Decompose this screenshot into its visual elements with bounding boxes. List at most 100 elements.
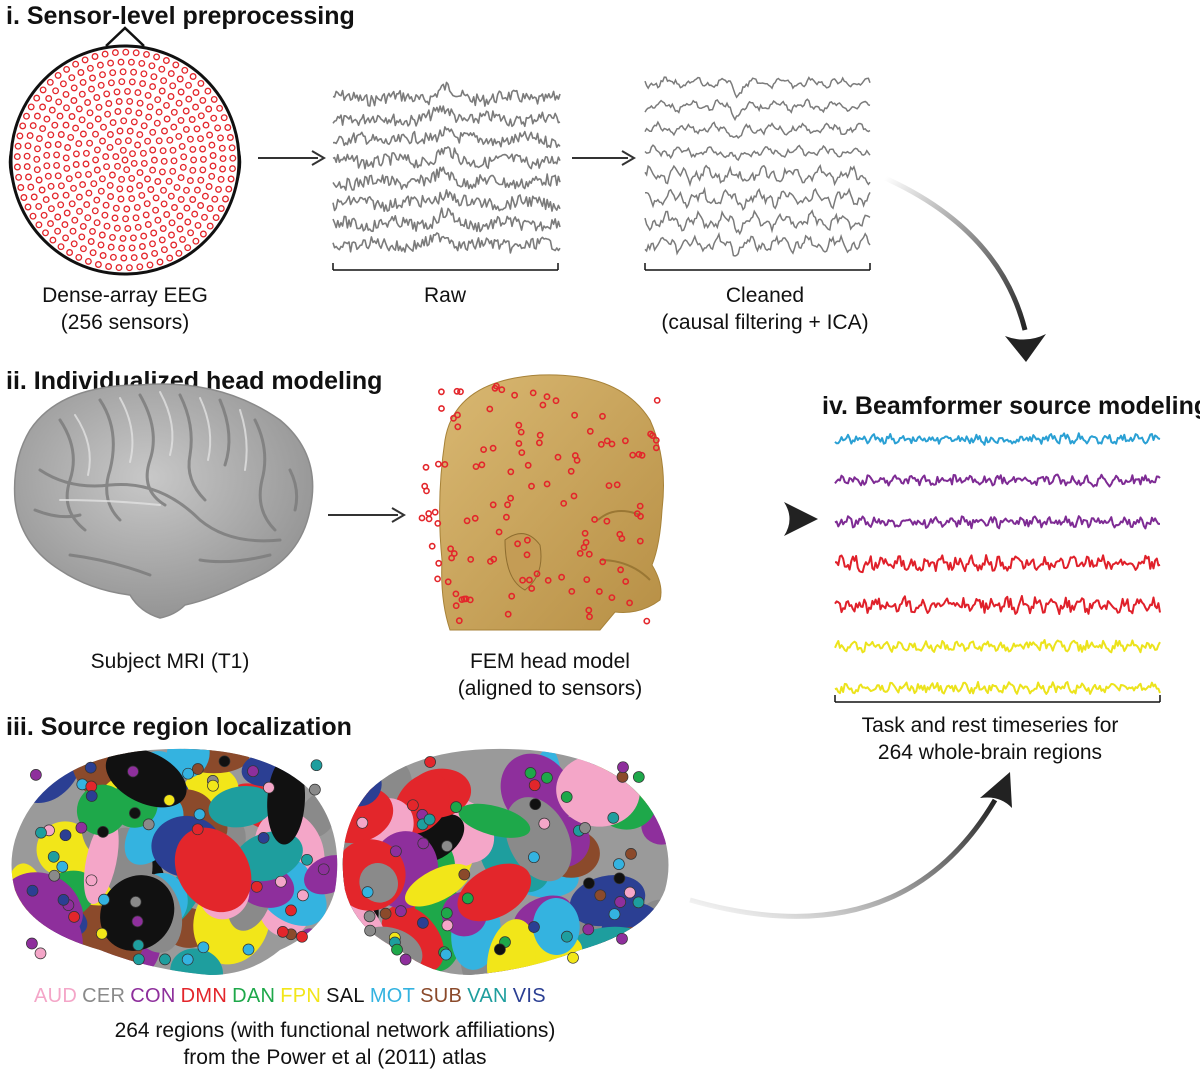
- eeg-sensor-dot: [178, 142, 186, 150]
- eeg-sensor-dot: [193, 186, 201, 194]
- eeg-sensor-dot: [210, 114, 218, 122]
- eeg-sensor-dot: [125, 264, 133, 272]
- eeg-sensor-dot: [160, 186, 167, 194]
- cleaned-eeg-trace: [644, 120, 871, 140]
- fem-sensor-dot: [536, 439, 543, 447]
- region-node: [607, 812, 620, 824]
- region-node: [85, 790, 98, 802]
- legend-item-van: VAN: [467, 985, 508, 1007]
- eeg-sensor-dot: [49, 236, 57, 244]
- fem-sensor-dot: [457, 388, 464, 396]
- region-node: [131, 915, 144, 928]
- eeg-sensor-dot: [214, 124, 222, 132]
- region-node: [75, 821, 88, 834]
- eeg-sensor-dot: [185, 81, 192, 89]
- network-parcel: [208, 785, 274, 828]
- eeg-sensor-dot: [93, 146, 101, 154]
- eeg-sensor-dot: [103, 90, 111, 98]
- eeg-sensor-dot: [98, 231, 106, 239]
- eeg-sensor-dot: [199, 155, 207, 163]
- eeg-sensor-dot: [170, 108, 178, 116]
- legend-item-dmn: DMN: [180, 985, 228, 1007]
- eeg-sensor-dot: [63, 164, 71, 172]
- raw-eeg-traces: [332, 81, 561, 254]
- eeg-sensor-dot: [88, 85, 95, 93]
- eeg-sensor-dot: [208, 141, 216, 149]
- eeg-sensor-dot: [215, 185, 222, 193]
- region-node: [132, 939, 145, 951]
- region-node: [207, 779, 219, 792]
- eeg-sensor-dot: [119, 146, 127, 154]
- eeg-sensor-dot: [27, 103, 35, 111]
- eeg-sensor-dot: [154, 96, 162, 104]
- eeg-sensor-dot: [177, 116, 185, 124]
- eeg-sensor-dot: [62, 191, 70, 199]
- eeg-sensor-dot: [40, 211, 48, 219]
- eeg-sensor-dot: [75, 105, 83, 113]
- fem-sensor-dot: [489, 444, 497, 452]
- fem-sensor-dot: [635, 450, 643, 458]
- eeg-sensor-dot: [23, 163, 31, 171]
- eeg-sensor-dot: [124, 225, 132, 232]
- beamformer-caption-line2: 264 whole-brain regions: [877, 741, 1103, 764]
- fem-sensor-dot: [583, 576, 591, 583]
- eeg-sensor-dot: [125, 107, 132, 115]
- region-node: [263, 781, 275, 794]
- eeg-sensor-dot: [189, 166, 197, 174]
- eeg-sensor-dot: [107, 243, 115, 251]
- region-node: [127, 765, 139, 778]
- region-node: [192, 763, 204, 775]
- eeg-sensor-dot: [48, 106, 56, 114]
- eeg-sensor-dot: [193, 125, 201, 133]
- eeg-sensor-dot: [194, 221, 202, 229]
- region-node: [632, 771, 645, 783]
- eeg-sensor-dot: [118, 244, 126, 252]
- arrow-raw-to-clean: [572, 150, 636, 166]
- fem-sensor-dot: [437, 388, 445, 396]
- eeg-sensor-dot: [109, 69, 117, 77]
- region-node: [524, 767, 537, 779]
- eeg-sensor-dot: [114, 108, 122, 115]
- raw-eeg-trace: [332, 207, 561, 233]
- eeg-sensor-dot: [91, 53, 99, 60]
- eeg-sensor-dot: [143, 50, 150, 58]
- fem-sensor-dot: [652, 444, 660, 452]
- fem-sensor-dot: [489, 501, 497, 509]
- region-node: [608, 908, 621, 921]
- fem-sensor-dot: [586, 427, 594, 435]
- eeg-sensor-dot: [175, 99, 183, 107]
- eeg-sensor-dot: [163, 101, 170, 109]
- eeg-sensor-dot: [189, 145, 197, 153]
- eeg-sensor-dot: [20, 194, 28, 201]
- eeg-sensor-dot: [229, 154, 237, 162]
- eeg-sensor-dot: [134, 223, 142, 231]
- fem-sensor-dot: [486, 405, 494, 413]
- network-parcel: [174, 827, 252, 913]
- eeg-sensor-dot: [145, 113, 153, 121]
- eeg-sensor-dot: [160, 200, 168, 208]
- eeg-sensor-dot: [47, 205, 55, 213]
- fem-sensor-dot: [633, 510, 641, 518]
- eeg-sensor-dot: [19, 122, 27, 130]
- fem-sensor-dot: [643, 617, 651, 625]
- cleaned-eeg-trace: [644, 144, 871, 162]
- eeg-sensor-dot: [163, 115, 171, 123]
- fem-sensor-dot: [471, 514, 479, 522]
- section-title-localization: iii. Source region localization: [6, 713, 352, 741]
- eeg-sensor-dot: [120, 117, 128, 125]
- eeg-sensor-dot: [136, 169, 144, 177]
- eeg-sensor-dot: [206, 131, 214, 139]
- fem-head-model: [418, 374, 664, 631]
- eeg-sensor-dot: [166, 254, 174, 262]
- eeg-sensor-dot: [126, 97, 134, 105]
- eeg-sensor-dot: [43, 162, 51, 170]
- region-node: [440, 907, 453, 919]
- eeg-sensor-dot: [136, 263, 144, 271]
- eeg-sensor-dot: [109, 233, 116, 241]
- eeg-sensor-dot: [47, 182, 55, 190]
- eeg-sensor-dot: [160, 246, 168, 254]
- source-timeseries-trace: [834, 681, 1161, 695]
- region-node: [458, 868, 471, 881]
- region-node: [285, 904, 297, 917]
- eeg-sensor-dot: [86, 64, 94, 72]
